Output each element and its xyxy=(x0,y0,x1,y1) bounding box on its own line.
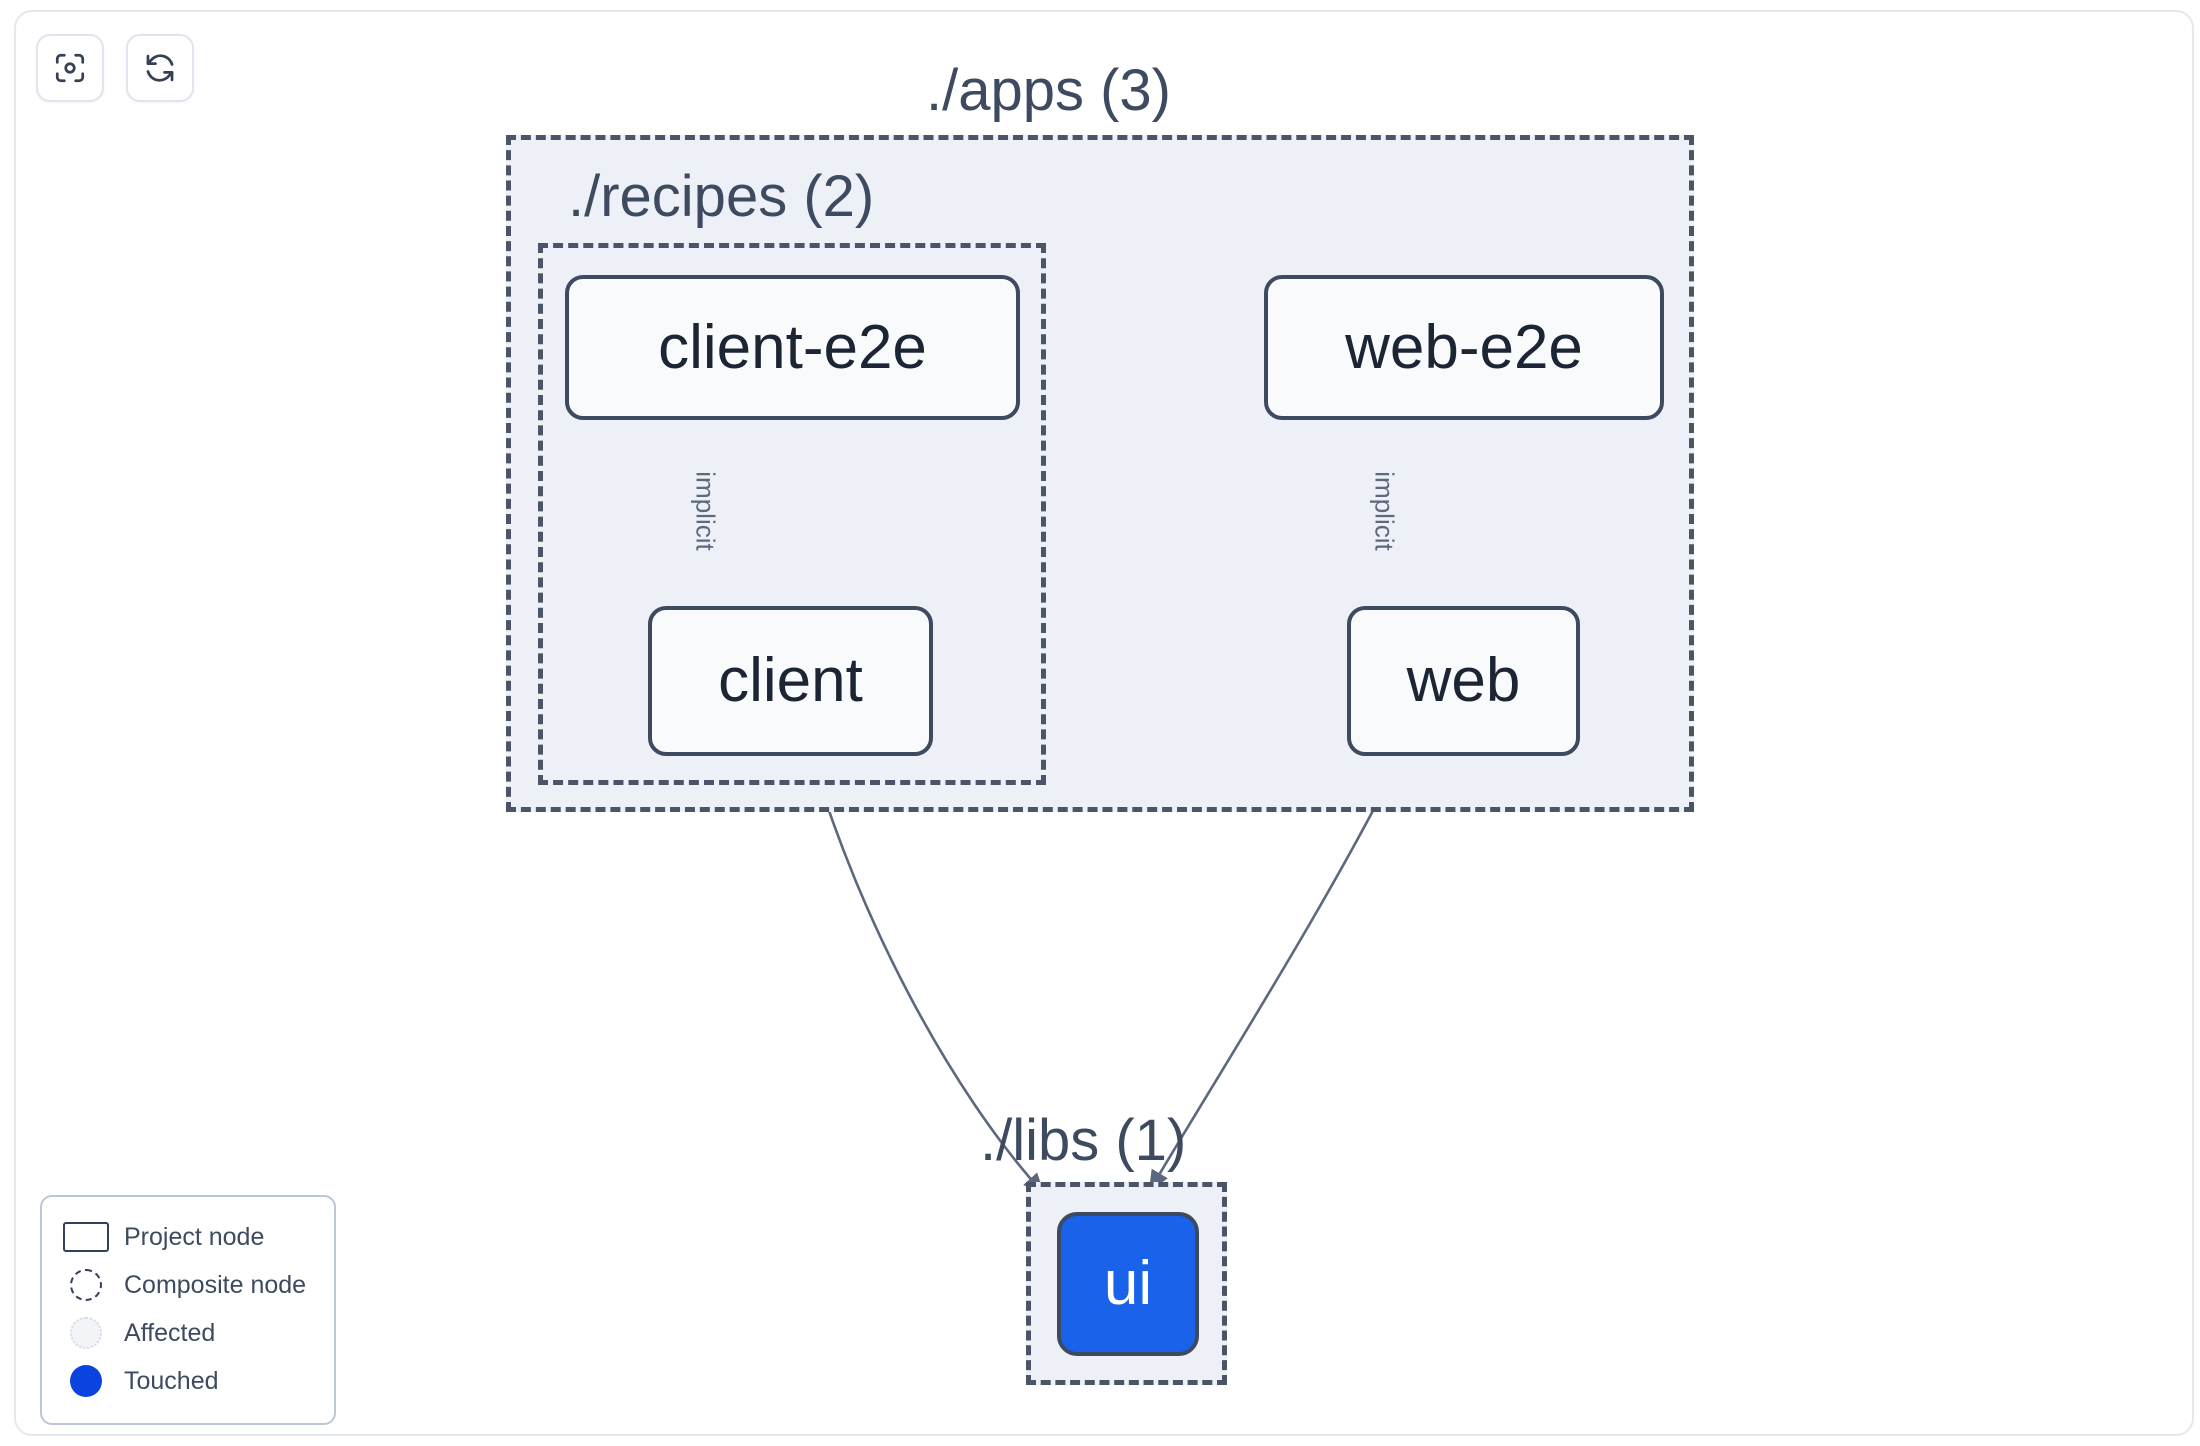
project-node-web[interactable]: web xyxy=(1347,606,1580,756)
project-node-client-e2e[interactable]: client-e2e xyxy=(565,275,1020,420)
composite-label-apps: ./apps (3) xyxy=(926,58,1171,123)
edge-label-implicit-web: implicit xyxy=(1369,471,1400,551)
legend-item-composite-node: Composite node xyxy=(60,1261,316,1309)
project-node-ui[interactable]: ui xyxy=(1057,1212,1199,1356)
legend-item-project-node: Project node xyxy=(60,1213,316,1261)
graph-toolbar xyxy=(36,34,194,102)
legend-label-project-node: Project node xyxy=(124,1222,265,1251)
refresh-icon xyxy=(143,51,177,85)
legend-item-touched: Touched xyxy=(60,1357,316,1405)
project-node-web-e2e[interactable]: web-e2e xyxy=(1264,275,1664,420)
project-node-client[interactable]: client xyxy=(648,606,933,756)
legend-label-composite-node: Composite node xyxy=(124,1270,307,1299)
legend-item-affected: Affected xyxy=(60,1309,316,1357)
legend-label-affected: Affected xyxy=(124,1318,216,1347)
refresh-graph-button[interactable] xyxy=(126,34,194,102)
edge-web-to-ui xyxy=(1148,757,1402,1193)
composite-label-libs: ./libs (1) xyxy=(980,1108,1187,1173)
composite-label-recipes: ./recipes (2) xyxy=(568,164,875,229)
edge-label-implicit-client: implicit xyxy=(690,471,721,551)
focus-graph-button[interactable] xyxy=(36,34,104,102)
composite-node-swatch xyxy=(60,1269,112,1301)
touched-swatch xyxy=(60,1365,112,1397)
graph-legend: Project node Composite node Affected Tou… xyxy=(40,1195,336,1425)
project-node-swatch xyxy=(60,1222,112,1252)
focus-target-icon xyxy=(53,51,87,85)
legend-label-touched: Touched xyxy=(124,1366,219,1395)
affected-swatch xyxy=(60,1317,112,1349)
